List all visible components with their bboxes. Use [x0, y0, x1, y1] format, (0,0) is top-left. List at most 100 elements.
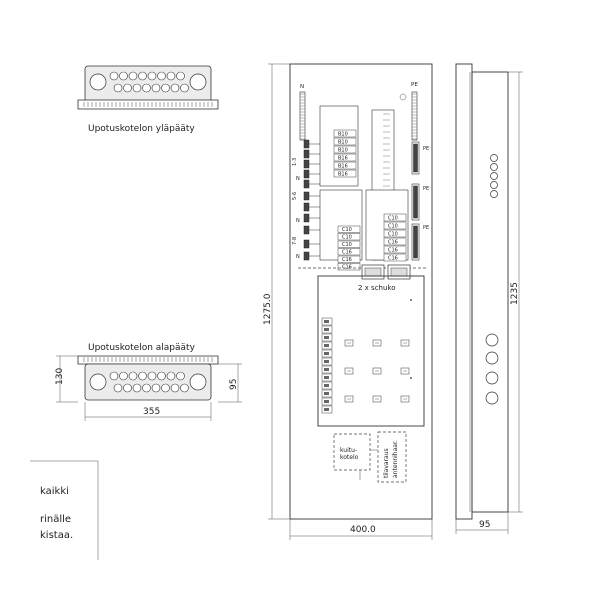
- terminal-block: [303, 159, 310, 169]
- fiber-box-label-1: kuitu-: [340, 447, 357, 454]
- breaker-module: [333, 169, 357, 178]
- fiber-box: [333, 433, 371, 471]
- terminal-screw: [324, 352, 329, 355]
- plate-modules: [344, 299, 412, 403]
- breaker-label: B10: [338, 132, 348, 138]
- side-knockout: [490, 190, 498, 198]
- terminal-block: [303, 191, 310, 201]
- pe-busbar: [411, 91, 418, 141]
- side-knockout: [490, 181, 498, 189]
- side-knockout-large: [485, 333, 499, 347]
- busbar-body: [411, 91, 418, 141]
- terminal-screw: [324, 392, 329, 395]
- end-hole: [123, 383, 132, 393]
- breaker-label: C10: [388, 232, 398, 238]
- antenna-reserve-label-1: tilavaraus: [383, 448, 390, 478]
- front-view: 1275.0 N PE 1-3 5-6 7-8 N N N B10B10B10B…: [263, 63, 433, 540]
- terminal-block: [303, 213, 310, 223]
- pe-block-bar: [413, 143, 418, 173]
- end-hole-large: [189, 373, 207, 391]
- breaker-module: [383, 213, 407, 222]
- end-hole: [157, 71, 166, 81]
- end-hole: [113, 383, 123, 393]
- schuko-label: 2 x schuko: [358, 284, 396, 292]
- breaker-label: C10: [342, 235, 352, 241]
- n-label-1: N: [296, 176, 300, 182]
- breaker-label: C16: [388, 256, 398, 262]
- terminal-screw: [324, 360, 329, 363]
- end-hole: [166, 71, 176, 81]
- dim-1235: 1235: [510, 282, 520, 305]
- breaker-label: C10: [342, 242, 352, 248]
- note-line-3: kistaa.: [40, 530, 73, 541]
- end-hole: [123, 83, 132, 93]
- dim-400: 400.0: [350, 525, 376, 535]
- fiber-box-label-2: kotelo: [340, 454, 359, 461]
- end-hole-large: [89, 373, 107, 391]
- side-body: [471, 71, 509, 513]
- pe-label-top: PE: [411, 82, 418, 88]
- lower-mounting-plate: [317, 275, 425, 427]
- side-knockout: [490, 154, 498, 162]
- breaker-module: [383, 253, 407, 262]
- breaker-module: [333, 137, 357, 146]
- side-knockout: [490, 163, 498, 171]
- dim-130: 130: [55, 368, 65, 385]
- terminal-block: [303, 149, 310, 159]
- end-hole: [119, 371, 128, 381]
- front-panel: [289, 63, 433, 520]
- end-hole: [180, 83, 189, 93]
- breaker-module: [337, 255, 361, 263]
- breaker-module: [337, 263, 361, 271]
- ground-symbol-icon: [399, 93, 407, 101]
- n-label-top: N: [300, 84, 304, 90]
- note-line-1: kaikki: [40, 486, 69, 497]
- bottom-end-view: Upotuskotelon alapääty 130 95 355: [55, 343, 242, 421]
- pe-side-label-2: PE: [423, 186, 429, 192]
- end-hole: [151, 83, 161, 93]
- breaker-label: C10: [388, 216, 398, 222]
- breaker-module: [337, 248, 361, 256]
- side-flange: [455, 63, 473, 520]
- end-hole: [132, 83, 142, 93]
- notes-frame: kaikki rinälle kistaa.: [30, 460, 99, 560]
- terminal-screw: [324, 400, 329, 403]
- end-hole: [176, 371, 185, 381]
- breaker-module: [333, 129, 357, 138]
- end-hole: [170, 383, 180, 393]
- dim-1275: 1275.0: [263, 293, 273, 325]
- plate-dot: [410, 299, 412, 301]
- breaker-module: [383, 221, 407, 230]
- plate-dot: [410, 377, 412, 379]
- group-label-1: 1-3: [292, 158, 298, 166]
- side-knockout-large: [485, 371, 499, 385]
- bottom-end-holes: [89, 371, 207, 393]
- n-label-3: N: [296, 254, 300, 260]
- breaker-module: [337, 225, 361, 233]
- breaker-module: [383, 245, 407, 254]
- breaker-label: B10: [338, 148, 348, 154]
- end-hole: [180, 383, 189, 393]
- breaker-label: C16: [342, 250, 352, 256]
- terminal-block: [303, 139, 310, 149]
- n-busbar: [299, 91, 306, 141]
- breaker-module: [383, 229, 407, 238]
- end-hole: [151, 383, 161, 393]
- group-label-2: 5-6: [292, 192, 298, 200]
- end-hole: [157, 371, 166, 381]
- n-label-2: N: [296, 218, 300, 224]
- breaker-label: C16: [388, 248, 398, 254]
- end-hole: [119, 71, 128, 81]
- end-hole: [142, 83, 151, 93]
- pe-block-bar: [413, 225, 418, 259]
- pe-side-label-1: PE: [423, 146, 429, 152]
- dim-355: 355: [143, 407, 160, 417]
- end-hole: [147, 71, 157, 81]
- end-hole: [138, 71, 147, 81]
- breaker-module: [333, 145, 357, 154]
- end-hole: [128, 371, 138, 381]
- end-hole: [113, 83, 123, 93]
- breaker-label: C16: [388, 240, 398, 246]
- terminal-screw: [324, 344, 329, 347]
- busbar-body: [299, 91, 306, 141]
